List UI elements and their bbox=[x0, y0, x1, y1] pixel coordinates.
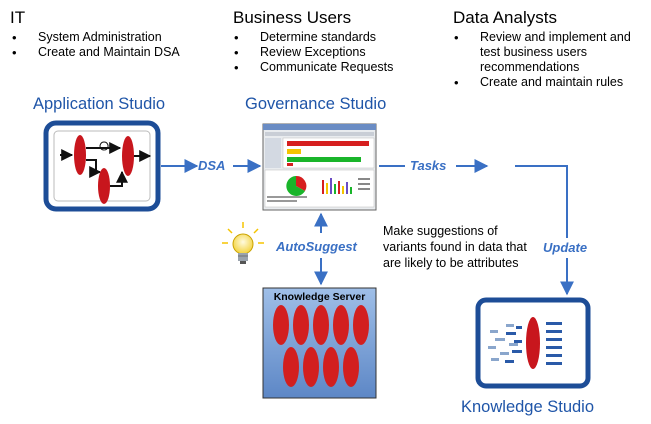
list-item: Review and implement and test business u… bbox=[452, 30, 648, 75]
knowledge-server-box bbox=[262, 287, 377, 399]
business-users-heading: Business Users bbox=[233, 8, 352, 27]
knowledge-studio-title: Knowledge Studio bbox=[461, 398, 595, 416]
application-studio-title: Application Studio bbox=[33, 95, 166, 113]
autosuggest-label: AutoSuggest bbox=[276, 239, 357, 254]
list-item: Create and Maintain DSA bbox=[10, 45, 220, 60]
list-item: Create and maintain rules bbox=[452, 75, 648, 90]
list-item: Review Exceptions bbox=[232, 45, 442, 60]
it-list: System Administration Create and Maintai… bbox=[10, 30, 220, 60]
lightbulb-icon bbox=[222, 222, 264, 264]
it-heading: IT bbox=[10, 8, 26, 27]
tasks-label: Tasks bbox=[410, 158, 447, 173]
application-studio-icon bbox=[43, 120, 161, 212]
knowledge-server-title: Knowledge Server bbox=[273, 291, 366, 303]
governance-studio-title: Governance Studio bbox=[245, 95, 387, 113]
list-item: Communicate Requests bbox=[232, 60, 442, 75]
dsa-label: DSA bbox=[198, 158, 226, 173]
data-analysts-list: Review and implement and test business u… bbox=[452, 30, 648, 90]
knowledge-studio-icon bbox=[475, 297, 591, 389]
suggestion-note: Make suggestions of variants found in da… bbox=[383, 224, 527, 270]
update-label: Update bbox=[543, 240, 588, 255]
governance-studio-screenshot bbox=[262, 123, 377, 211]
business-users-list: Determine standards Review Exceptions Co… bbox=[232, 30, 442, 75]
list-item: Determine standards bbox=[232, 30, 442, 45]
data-analysts-heading: Data Analysts bbox=[453, 8, 557, 27]
update-connector-top bbox=[515, 165, 568, 238]
list-item: System Administration bbox=[10, 30, 220, 45]
